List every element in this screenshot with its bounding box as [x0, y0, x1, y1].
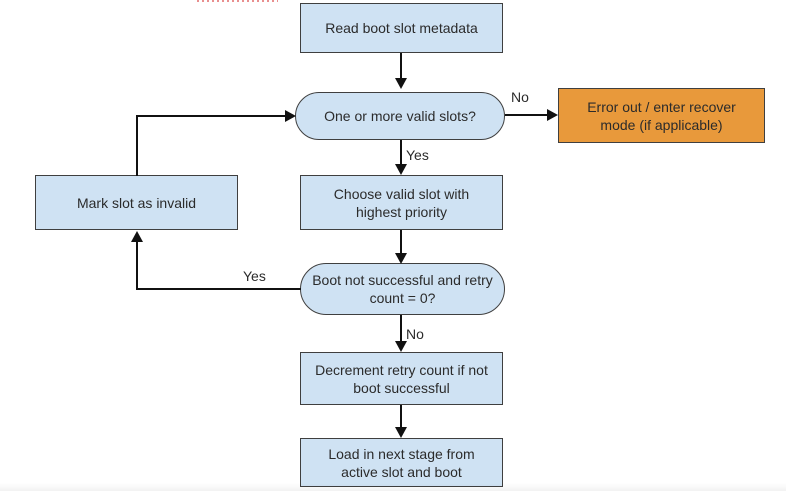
arrow-choose-to-retry-head — [395, 253, 407, 264]
node-decision-boot-retry: Boot not successful and retry count = 0? — [300, 263, 505, 315]
arrow-retry-no-shaft — [400, 315, 402, 343]
arrow-retry-yes-hshaft — [137, 288, 301, 290]
arrow-valid-no-shaft — [505, 114, 548, 116]
node-decision-valid-slots: One or more valid slots? — [295, 92, 505, 140]
arrow-mark-to-valid-head — [285, 110, 296, 122]
edge-label-valid-yes: Yes — [406, 147, 429, 163]
arrow-valid-yes-shaft — [400, 140, 402, 165]
arrow-read-to-valid-shaft — [400, 53, 402, 79]
edge-label-retry-no: No — [406, 326, 424, 342]
node-read-boot-slot-metadata: Read boot slot metadata — [300, 3, 503, 53]
node-load-next-stage: Load in next stage from active slot and … — [300, 438, 503, 487]
edge-label-valid-no: No — [511, 89, 529, 105]
edge-label-retry-yes: Yes — [243, 268, 266, 284]
arrow-mark-to-valid-hshaft — [136, 115, 286, 117]
arrow-valid-yes-head — [395, 164, 407, 175]
arrow-retry-no-head — [395, 341, 407, 352]
node-error-recover-mode: Error out / enter recover mode (if appli… — [558, 88, 765, 143]
arrow-decrement-to-load-shaft — [400, 405, 402, 429]
arrow-valid-no-head — [547, 109, 558, 121]
node-mark-slot-invalid: Mark slot as invalid — [35, 175, 238, 230]
arrow-read-to-valid-head — [395, 78, 407, 89]
arrow-mark-to-valid-vshaft — [136, 116, 138, 176]
clipped-red-text-marks — [197, 0, 278, 2]
arrow-choose-to-retry-shaft — [400, 230, 402, 254]
node-decrement-retry-count: Decrement retry count if not boot succes… — [300, 352, 503, 405]
node-choose-valid-slot: Choose valid slot with highest priority — [300, 175, 503, 230]
arrow-retry-yes-head — [131, 231, 143, 242]
arrow-decrement-to-load-head — [395, 427, 407, 438]
arrow-retry-yes-vshaft — [136, 241, 138, 290]
